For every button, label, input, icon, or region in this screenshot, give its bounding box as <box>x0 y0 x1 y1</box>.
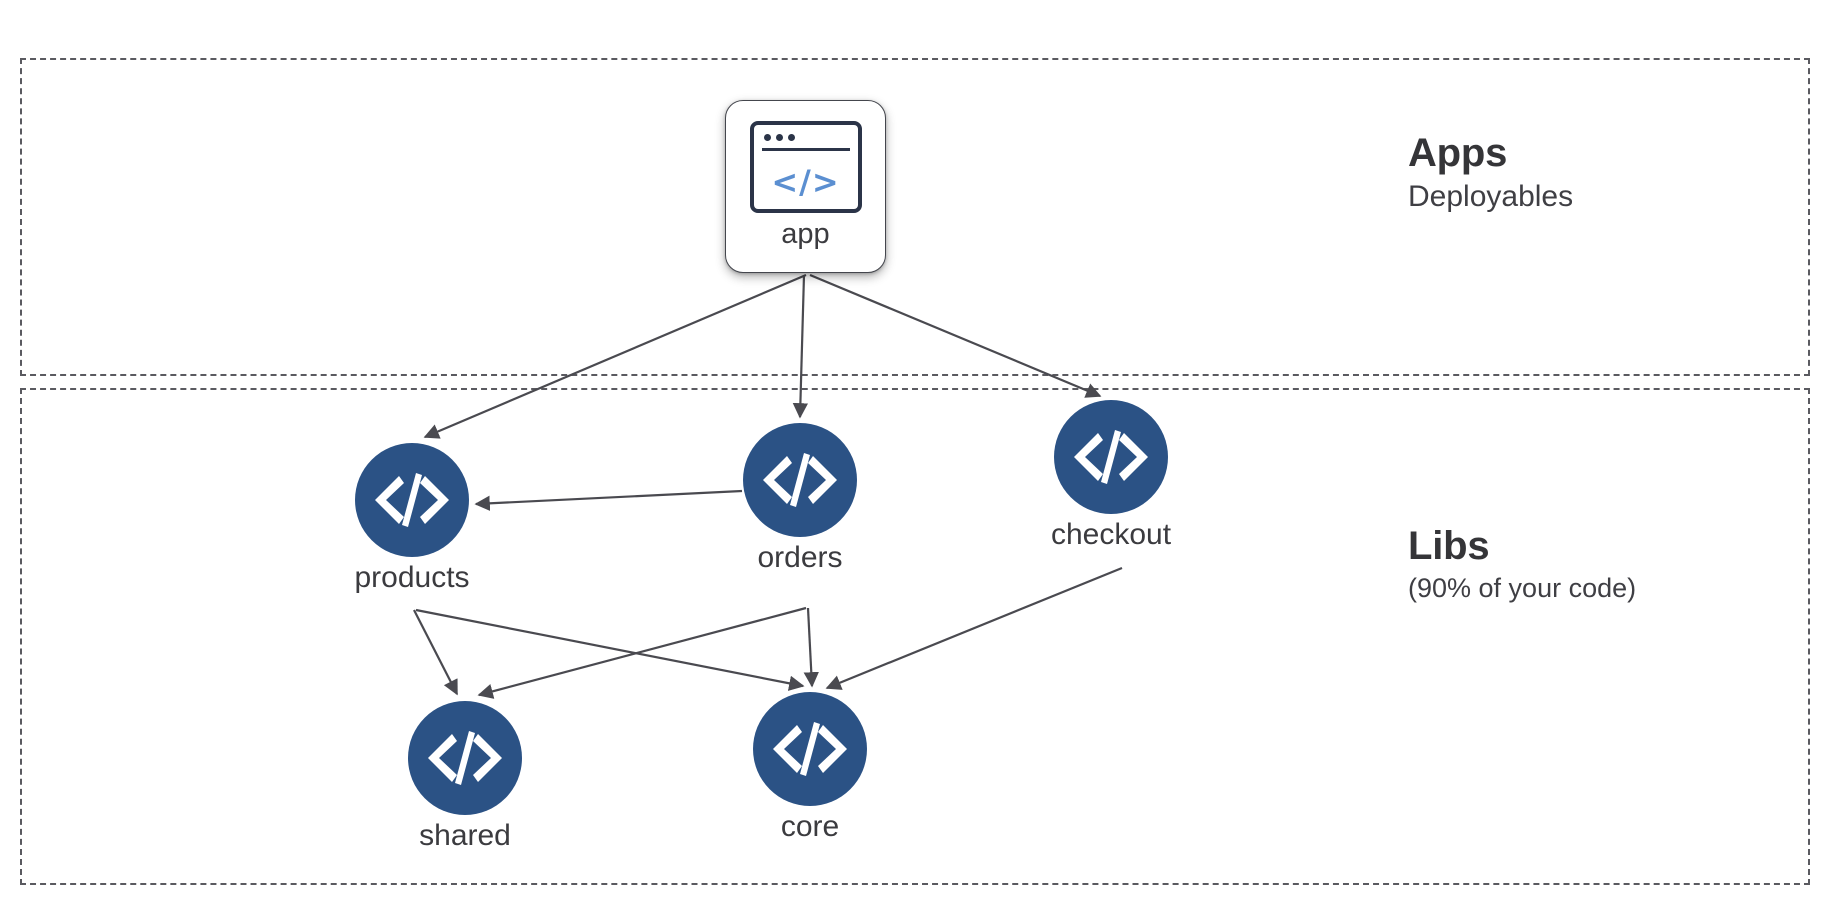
node-app-label: app <box>781 218 830 250</box>
node-core[interactable]: core <box>753 692 867 843</box>
node-checkout[interactable]: checkout <box>1051 400 1171 551</box>
code-brackets-glyph: </> <box>771 163 840 201</box>
code-brackets-icon <box>753 692 867 806</box>
node-products[interactable]: products <box>354 443 470 594</box>
code-brackets-icon <box>408 701 522 815</box>
code-brackets-icon <box>1054 400 1168 514</box>
zone-legend-apps: Apps Deployables <box>1408 131 1574 215</box>
browser-window-code-icon: </> <box>749 121 862 213</box>
zone-legend-libs: Libs (90% of your code) <box>1408 524 1637 605</box>
zone-libs <box>20 388 1810 885</box>
node-shared-label: shared <box>419 819 511 852</box>
node-orders-label: orders <box>757 541 843 574</box>
zone-apps-title: Apps <box>1408 131 1508 175</box>
node-orders[interactable]: orders <box>743 423 857 574</box>
window-dots-icon <box>763 134 795 141</box>
zone-libs-title: Libs <box>1408 524 1490 568</box>
zone-libs-subtitle: (90% of your code) <box>1408 573 1637 604</box>
node-core-label: core <box>780 810 840 843</box>
node-app[interactable]: </> app <box>725 100 886 273</box>
code-brackets-icon <box>743 423 857 537</box>
zone-apps <box>20 58 1810 376</box>
code-brackets-icon <box>355 443 469 557</box>
node-products-label: products <box>354 561 470 594</box>
window-titlebar-divider <box>761 148 850 151</box>
zone-apps-subtitle: Deployables <box>1408 180 1574 214</box>
node-shared[interactable]: shared <box>408 701 522 852</box>
node-checkout-label: checkout <box>1050 518 1172 551</box>
